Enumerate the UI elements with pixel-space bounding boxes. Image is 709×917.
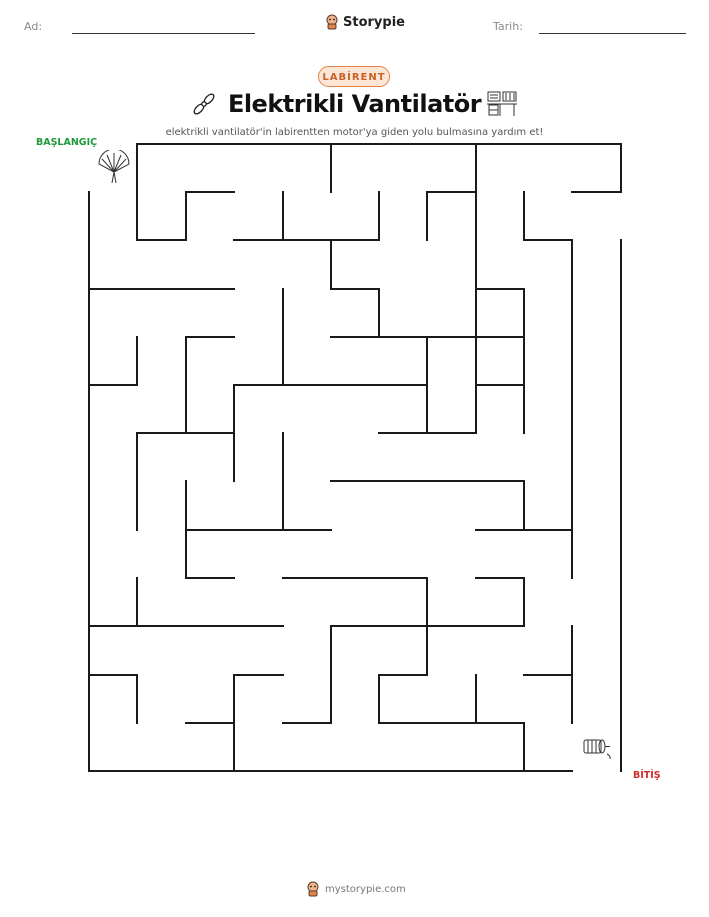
finish-label: BİTİŞ: [633, 770, 661, 781]
storypie-mascot-icon: [307, 881, 319, 897]
start-label: BAŞLANGIÇ: [36, 137, 98, 148]
footer-site: mystorypie.com: [325, 883, 406, 895]
workbench-icon: [487, 91, 517, 116]
hand-fan-icon: [98, 150, 130, 184]
propeller-icon: [193, 93, 215, 115]
name-label: Ad:: [24, 20, 43, 33]
instructions: elektrikli vantilatör'in labirentten mot…: [165, 127, 544, 138]
date-field[interactable]: [539, 33, 686, 34]
page-title: Elektrikli Vantilatör: [227, 90, 482, 118]
motor-icon: [583, 739, 611, 760]
footer: mystorypie.com: [306, 881, 406, 897]
category-badge: LABİRENT: [318, 66, 390, 87]
date-label: Tarih:: [493, 20, 523, 33]
name-field[interactable]: [72, 33, 255, 34]
storypie-mascot-icon: [326, 14, 338, 30]
brand-logo: Storypie: [325, 14, 405, 30]
brand-name: Storypie: [343, 14, 405, 30]
